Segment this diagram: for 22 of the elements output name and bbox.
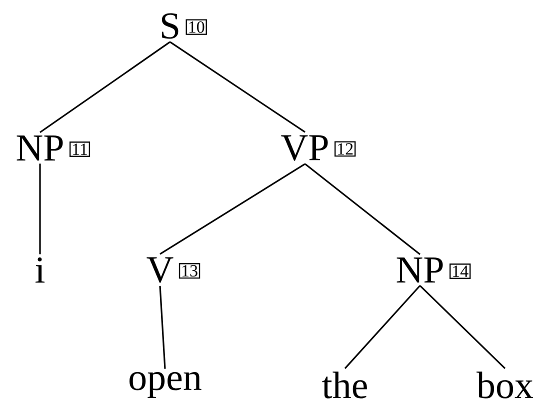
tree-branch (304, 163, 420, 255)
tree-branch (160, 163, 306, 255)
tree-branch (344, 285, 421, 369)
tree-label: open (130, 372, 202, 398)
tree-label: i (36, 257, 45, 283)
tree-label: NP (396, 258, 443, 282)
index-box: 11 (70, 142, 90, 157)
tree-branch (419, 285, 506, 369)
tree-label: box (476, 372, 534, 398)
tree-label: VP (281, 135, 328, 161)
index-box: 12 (334, 141, 356, 157)
tree-label: S (162, 13, 178, 39)
index-box: 10 (186, 19, 207, 35)
tree-branch (159, 286, 166, 369)
index-box: 13 (178, 263, 200, 279)
tree-label: NP (16, 136, 63, 160)
tree-label: V (146, 257, 174, 283)
tree-branch (39, 164, 41, 254)
index-box: 14 (450, 264, 471, 279)
tree-label: the (322, 372, 367, 398)
tree-branch (170, 41, 306, 133)
tree-branch (40, 41, 170, 134)
